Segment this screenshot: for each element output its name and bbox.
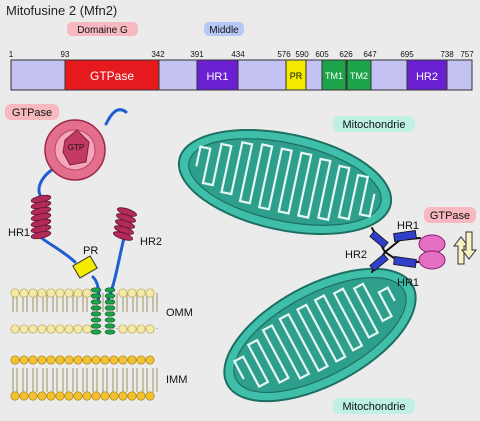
domaine-g-label-bg: [67, 22, 138, 36]
tethering-complex: [369, 227, 446, 273]
position-605: 605: [315, 50, 329, 59]
pr-segment: [285, 59, 307, 91]
hr1-top-right-label: HR1: [397, 220, 419, 232]
position-695: 695: [400, 50, 414, 59]
hr1-segment: [196, 59, 239, 91]
gtpase-segment: [64, 59, 160, 91]
position-626: 626: [339, 50, 353, 59]
position-757: 757: [460, 50, 474, 59]
hr1-box-lower: [393, 256, 417, 268]
mitochondrion-bottom: [223, 267, 417, 403]
gtpase-lobe-lower: [418, 250, 446, 270]
gtpase-segment-label: GTPase: [90, 69, 134, 83]
hr2-segment: [406, 59, 448, 91]
domaine-g-label: Domaine G: [77, 25, 128, 36]
omm-label: OMM: [166, 307, 193, 319]
position-434: 434: [231, 50, 245, 59]
position-391: 391: [190, 50, 204, 59]
mito-bottom-label-bg: [333, 398, 415, 414]
hr1-segment-label: HR1: [206, 71, 228, 83]
mito-top-label: Mitochondrie: [343, 119, 406, 131]
page-title: Mitofusine 2 (Mfn2): [6, 3, 117, 18]
position-590: 590: [295, 50, 309, 59]
hr2-coil-left: [113, 207, 137, 241]
domain-bar: GTPase HR1 PR TM1 TM2 HR2: [10, 59, 473, 91]
hr1-coil-left: [30, 194, 52, 240]
position-numbers: 1 93 342 391 434 576 590 605 626 647 695…: [9, 50, 474, 59]
position-647: 647: [363, 50, 377, 59]
gtpase-right-label-bg: [424, 207, 476, 223]
gtpase-right-label: GTPase: [430, 210, 470, 222]
gtp-label: GTP: [68, 143, 84, 152]
position-1: 1: [9, 50, 14, 59]
hr2-segment-label: HR2: [416, 71, 438, 83]
tm1-segment: [321, 59, 347, 91]
position-93: 93: [61, 50, 70, 59]
imm-label: IMM: [166, 374, 187, 386]
imm-membrane: [10, 355, 158, 401]
middle-label-bg: [204, 22, 244, 36]
tm2-segment: [346, 59, 372, 91]
hr2-box-upper: [369, 230, 389, 249]
pr-left-label: PR: [83, 245, 98, 257]
tm-helices: [90, 287, 116, 335]
hr1-left-label: HR1: [8, 227, 30, 239]
hr1-box-upper: [393, 230, 417, 242]
pr-segment-label: PR: [290, 71, 303, 81]
tm1-segment-label: TM1: [325, 71, 343, 81]
up-down-arrows-icon: [452, 231, 478, 265]
mitochondrion-top: [177, 128, 393, 236]
gtp-molecule: [62, 129, 90, 166]
omm-membrane: [10, 287, 158, 335]
gtpase-lobe-upper: [418, 234, 446, 254]
gtpase-domain: GTP: [44, 119, 106, 181]
middle-label: Middle: [209, 25, 239, 36]
position-576: 576: [277, 50, 291, 59]
hr2-box-lower: [369, 253, 389, 272]
mito-bottom-label: Mitochondrie: [343, 401, 406, 413]
gtpase-left-label-bg: [5, 104, 59, 120]
hr1-bottom-right-label: HR1: [397, 277, 419, 289]
tm2-segment-label: TM2: [350, 71, 368, 81]
position-738: 738: [440, 50, 454, 59]
gtpase-left-label: GTPase: [12, 107, 52, 119]
hr2-right-label: HR2: [345, 249, 367, 261]
hr2-left-label: HR2: [140, 236, 162, 248]
pr-box: [72, 255, 98, 279]
position-342: 342: [151, 50, 165, 59]
mito-top-label-bg: [333, 116, 415, 132]
